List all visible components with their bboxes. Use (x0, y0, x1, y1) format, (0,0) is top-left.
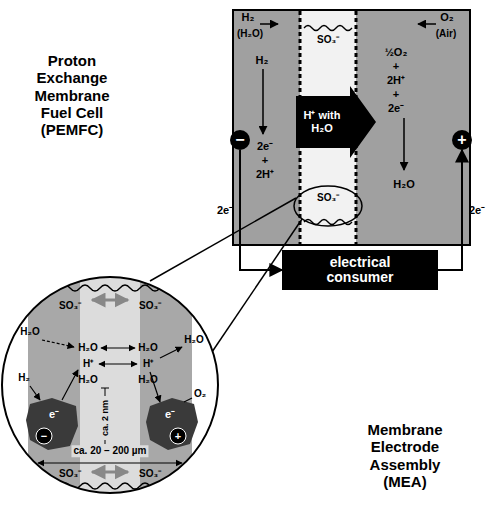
label: H₂O (20, 326, 39, 338)
label: e⁻ (165, 409, 175, 420)
inlet-arrow (418, 23, 436, 25)
membrane-band (80, 270, 140, 510)
label: H₂O (138, 374, 157, 386)
label: + (175, 431, 181, 442)
dimension-line (38, 462, 182, 463)
label: O₂ (194, 388, 206, 400)
electrode-terminal: + (452, 130, 472, 150)
label: O₂ (440, 11, 453, 24)
inlet-arrow (260, 23, 278, 25)
zoom-leader (150, 198, 296, 281)
label: − (41, 431, 47, 442)
label: SO₃⁻ (139, 468, 161, 480)
label: ca. 2 nm (100, 400, 110, 436)
label: H₂O (78, 342, 97, 354)
edge-label: 2e⁻ (217, 204, 233, 217)
node-text: + (457, 131, 466, 149)
label: ca. 20 – 200 µm (71, 445, 148, 457)
label: + (393, 60, 399, 73)
wire (240, 150, 282, 270)
zoom-circle (2, 277, 218, 493)
label: H⁺ (83, 358, 93, 370)
label: H₂ (256, 54, 269, 67)
label: SO₃⁻ (317, 34, 339, 46)
label: H₂O (184, 334, 203, 346)
label: 2H⁺ (256, 168, 274, 181)
label: SO₃⁻ (139, 300, 161, 312)
label: 2e⁻ (388, 102, 404, 115)
consumer-box: electrical consumer (282, 250, 438, 291)
label: 2H⁺ (387, 74, 405, 87)
title: Proton Exchange Membrane Fuel Cell (PEMF… (22, 52, 122, 138)
label: (H₂O) (237, 28, 263, 40)
label: (Air) (436, 28, 457, 40)
cell-housing (233, 10, 470, 245)
label: H₂O (138, 342, 157, 354)
catalyst-particle (26, 398, 78, 450)
catalyst-particle (146, 398, 198, 450)
flow-arrow (262, 69, 264, 134)
label: SO₃⁻ (317, 192, 339, 204)
node-text: electrical consumer (305, 255, 415, 286)
node-text: − (235, 131, 244, 149)
label: SO₃⁻ (59, 300, 81, 312)
label: H₂ (18, 372, 30, 384)
label: H₂ (242, 11, 255, 24)
label: H₂O (393, 178, 414, 191)
label: + (393, 88, 399, 101)
label: ½O₂ (385, 46, 408, 59)
label: H₂O (78, 374, 97, 386)
proton-arrow (296, 86, 376, 158)
label: H⁺ with H₂O (298, 109, 346, 134)
edge-label: 2e⁻ (469, 204, 485, 217)
label: Membrane Electrode Assembly (MEA) (350, 421, 460, 490)
label: + (262, 154, 268, 167)
label: 2e⁻ (257, 140, 273, 153)
sulfonate-chain (304, 26, 352, 31)
electrode-terminal: − (230, 130, 250, 150)
label: SO₃⁻ (59, 468, 81, 480)
label: e⁻ (49, 409, 59, 420)
flow-arrow (403, 118, 405, 170)
label: H⁺ (143, 358, 153, 370)
wire (438, 150, 462, 270)
zoom-marker (294, 186, 362, 226)
